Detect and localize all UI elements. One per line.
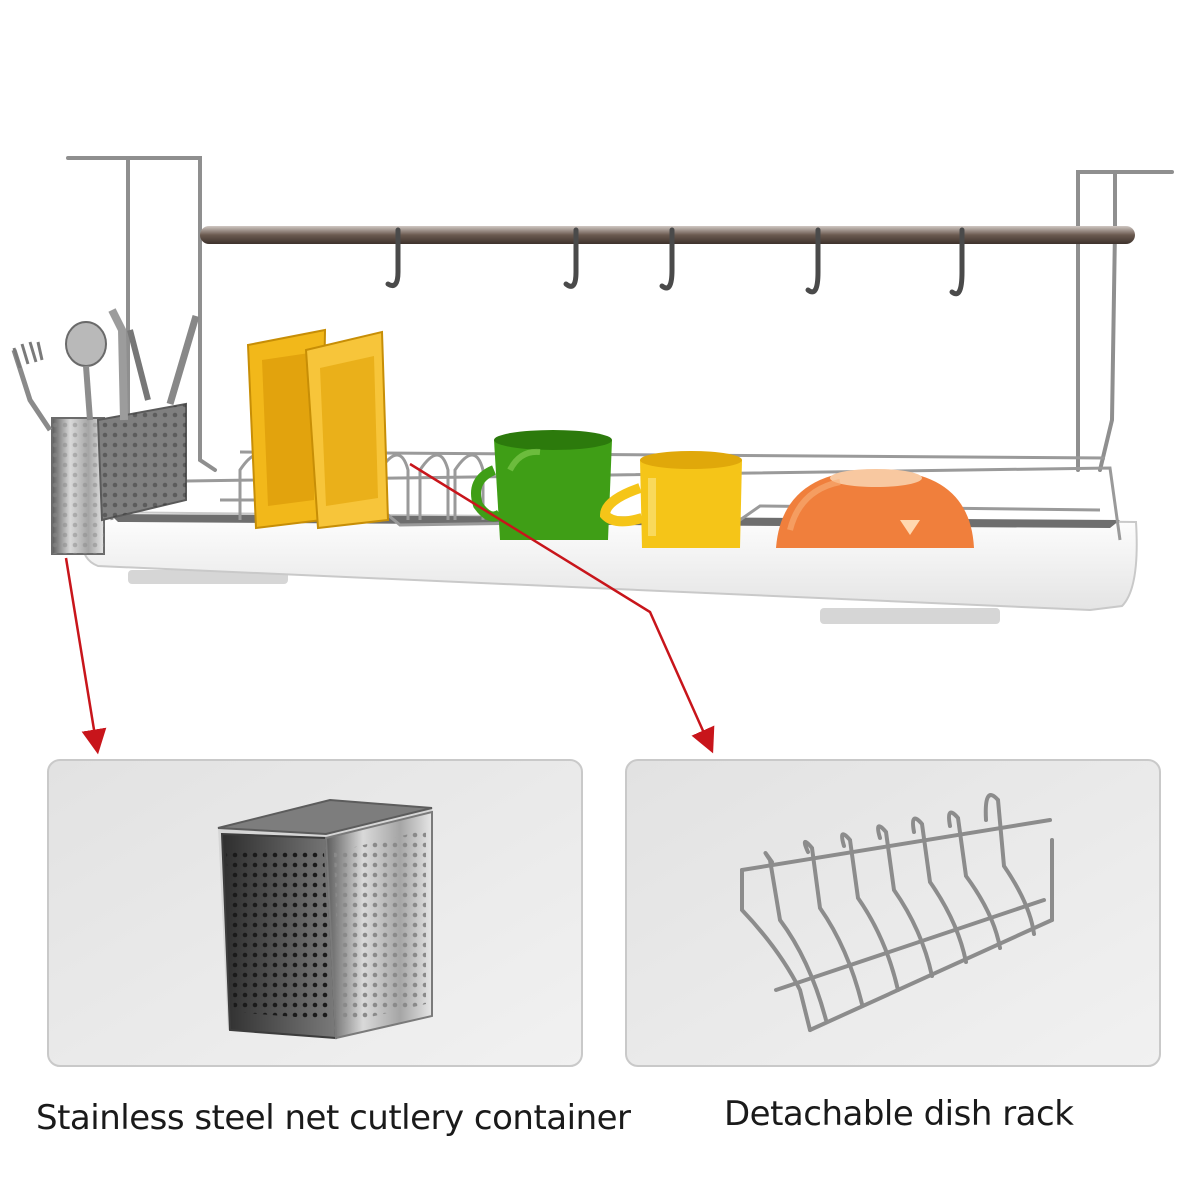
yellow-mug [599, 451, 742, 548]
dish-rack-caption: Detachable dish rack [724, 1094, 1074, 1134]
drain-tray [81, 510, 1138, 624]
dish-rack-image [740, 793, 1054, 1032]
cutlery-holder-on-rack [11, 308, 200, 555]
pointer-arrows [64, 462, 715, 755]
cutlery-container-image [217, 798, 433, 1040]
cutlery-container-caption: Stainless steel net cutlery container [36, 1098, 631, 1138]
hanging-frame [66, 156, 1174, 472]
yellow-cutting-boards [246, 328, 390, 530]
cutlery-container-panel [47, 759, 583, 1067]
hanging-rail [200, 226, 1135, 244]
orange-bowl [776, 469, 974, 548]
green-mug [471, 430, 612, 540]
dish-rack-panel [625, 759, 1161, 1067]
rail-hooks [385, 227, 965, 297]
